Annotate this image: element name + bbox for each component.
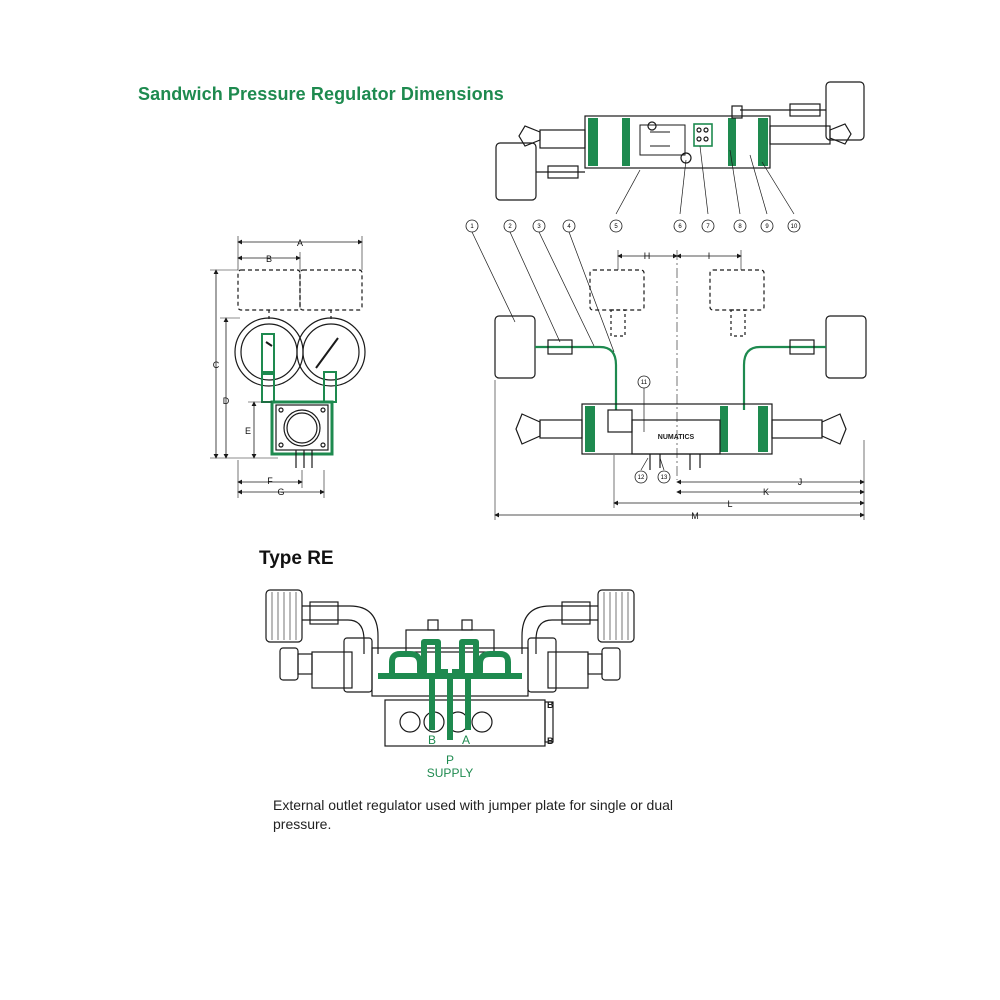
callout-13: 13 [661,475,668,481]
dim-label-c: C [213,360,220,370]
section-heading-type-re: Type RE [259,548,334,569]
type-re-flow-path [378,639,522,740]
dim-label-f: F [267,476,273,486]
front-view-dimension-labels: H I J K L M [644,251,803,521]
callout-2: 2 [508,224,512,230]
dim-label-i: I [708,251,711,261]
front-view-leaders [471,231,665,471]
callout-9: 9 [765,224,769,230]
port-label-b: B [428,733,436,747]
dim-label-g: G [277,487,284,497]
side-view-dimensions [210,236,363,498]
dim-label-m: M [691,511,699,521]
dim-label-b: B [266,254,272,264]
side-view-drawing [234,269,366,468]
front-view-dimensions [494,250,865,520]
type-re-caption: External outlet regulator used with jump… [273,797,673,832]
supply-label: SUPPLY [427,766,473,780]
front-view-callouts: 1 2 3 4 11 12 13 [465,219,671,484]
callout-3: 3 [537,224,541,230]
callout-4: 4 [567,224,571,230]
dim-label-j: J [798,477,803,487]
top-view-drawing [495,81,865,201]
callout-10: 10 [791,224,798,230]
type-re-side-marks: B B [547,700,554,746]
callout-5: 5 [614,224,618,230]
dim-label-l: L [727,499,732,509]
side-mark-lower: B [547,736,554,746]
dim-label-k: K [763,487,769,497]
port-label-p: P [446,753,454,767]
top-view-callouts: 5 6 7 8 9 10 [609,219,801,233]
side-mark-upper: B [547,700,554,710]
page-title: Sandwich Pressure Regulator Dimensions [138,84,504,104]
callout-6: 6 [678,224,682,230]
dim-label-e: E [245,426,251,436]
callout-1: 1 [470,224,474,230]
dim-label-h: H [644,251,651,261]
callout-8: 8 [738,224,742,230]
callout-7: 7 [706,224,710,230]
front-view-drawing [494,269,867,470]
port-label-a: A [462,733,470,747]
dim-label-a: A [297,238,303,248]
type-re-labels: B A P SUPPLY [427,733,473,780]
callout-12: 12 [638,475,645,481]
side-view-dimension-labels: A B C D E F G [213,238,303,497]
dim-label-d: D [223,396,230,406]
callout-11: 11 [641,380,648,386]
body-brand-label: NUMATICS [658,434,695,441]
top-view-leaders [615,145,795,215]
